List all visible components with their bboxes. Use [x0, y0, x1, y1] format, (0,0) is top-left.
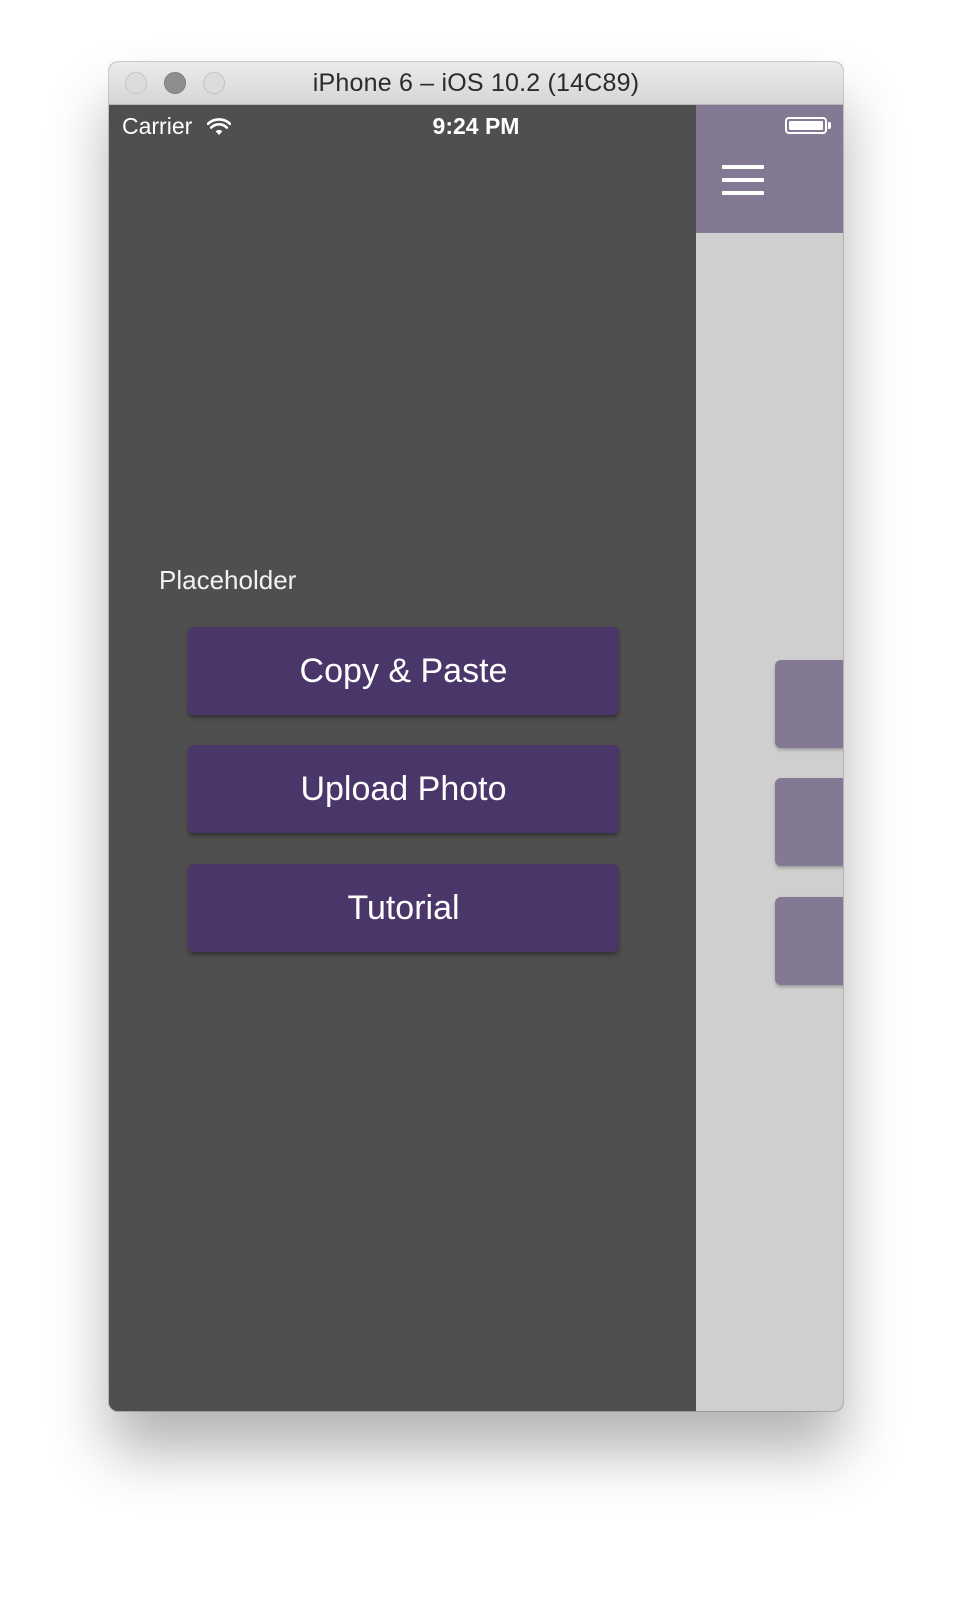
side-drawer: Placeholder Copy & Paste Upload Photo Tu…: [109, 105, 696, 1411]
tutorial-button[interactable]: Tutorial: [188, 864, 619, 952]
main-content-peek: [696, 105, 843, 1411]
content-button-3[interactable]: [775, 897, 843, 985]
hamburger-menu-icon[interactable]: [722, 165, 764, 195]
battery-icon: [785, 117, 827, 134]
status-time: 9:24 PM: [432, 113, 520, 139]
simulator-window: iPhone 6 – iOS 10.2 (14C89) Placeholder …: [109, 62, 843, 1411]
content-button-1[interactable]: [775, 660, 843, 748]
content-button-2[interactable]: [775, 778, 843, 866]
window-title: iPhone 6 – iOS 10.2 (14C89): [312, 69, 640, 97]
battery-tip: [828, 122, 831, 129]
battery-fill: [789, 121, 823, 130]
minimize-window-button[interactable]: [164, 72, 186, 94]
copy-paste-button[interactable]: Copy & Paste: [188, 627, 619, 715]
zoom-window-button[interactable]: [203, 72, 225, 94]
carrier-label: Carrier: [122, 113, 193, 139]
window-titlebar: iPhone 6 – iOS 10.2 (14C89): [109, 62, 843, 105]
wifi-icon: [206, 115, 232, 142]
upload-photo-button[interactable]: Upload Photo: [188, 745, 619, 833]
placeholder-label: Placeholder: [159, 565, 297, 595]
close-window-button[interactable]: [125, 72, 147, 94]
status-bar: Carrier 9:24 PM: [109, 105, 843, 145]
phone-screen: Placeholder Copy & Paste Upload Photo Tu…: [109, 105, 843, 1411]
